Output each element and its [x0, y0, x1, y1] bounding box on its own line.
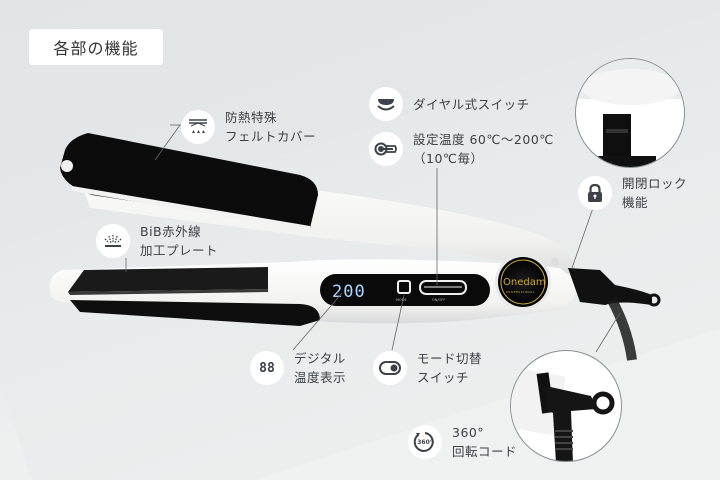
cord-detail-callout: [510, 350, 622, 462]
feature-open-close-lock-label: 開閉ロック 機能: [622, 176, 688, 210]
feature-digital-display-label: デジタル 温度表示: [294, 351, 347, 385]
feature-digital-display: 88 デジタル 温度表示: [250, 349, 346, 387]
svg-text:PROFESSIONAL: PROFESSIONAL: [506, 290, 535, 294]
toggle-icon: [373, 351, 407, 385]
feature-swivel-cord: 360° 360° 回転コード: [408, 423, 517, 461]
feature-temp-setting: 設定温度 60℃〜200℃ （10℃毎）: [369, 130, 554, 168]
temperature-display: 200: [332, 282, 366, 302]
page-title-text: 各部の機能: [53, 39, 139, 58]
feature-bib-plate-label: BiB赤外線 加工プレート: [140, 224, 219, 258]
thermometer-icon: [369, 132, 403, 166]
dial-icon: [369, 87, 403, 121]
lock-icon: [578, 176, 612, 210]
heat-shield-icon: [181, 110, 215, 144]
feature-dial-switch: ダイヤル式スイッチ: [369, 87, 530, 121]
svg-text:ON/OFF: ON/OFF: [432, 298, 445, 302]
feature-temp-setting-label: 設定温度 60℃〜200℃ （10℃毎）: [413, 132, 554, 166]
feature-swivel-cord-label: 360° 回転コード: [452, 425, 518, 459]
feature-felt-cover-label: 防熱特殊 フェルトカバー: [225, 110, 317, 144]
svg-text:MODE: MODE: [396, 298, 407, 302]
feature-mode-switch-label: モード切替 スイッチ: [417, 351, 483, 385]
lock-detail-image: [576, 59, 684, 167]
feature-open-close-lock: 開閉ロック 機能: [578, 174, 687, 212]
feature-mode-switch: モード切替 スイッチ: [373, 349, 482, 387]
infrared-plate-icon: [96, 224, 130, 258]
svg-text:Onedam: Onedam: [503, 277, 546, 288]
digits-icon: 88: [250, 351, 284, 385]
rotate-360-icon: 360°: [408, 425, 442, 459]
feature-felt-cover: 防熱特殊 フェルトカバー: [181, 108, 316, 146]
feature-bib-plate: BiB赤外線 加工プレート: [96, 222, 218, 260]
feature-dial-switch-label: ダイヤル式スイッチ: [413, 96, 530, 112]
cord-detail-image: [511, 366, 615, 461]
page-title: 各部の機能: [29, 29, 163, 65]
lock-detail-callout: [575, 58, 685, 168]
